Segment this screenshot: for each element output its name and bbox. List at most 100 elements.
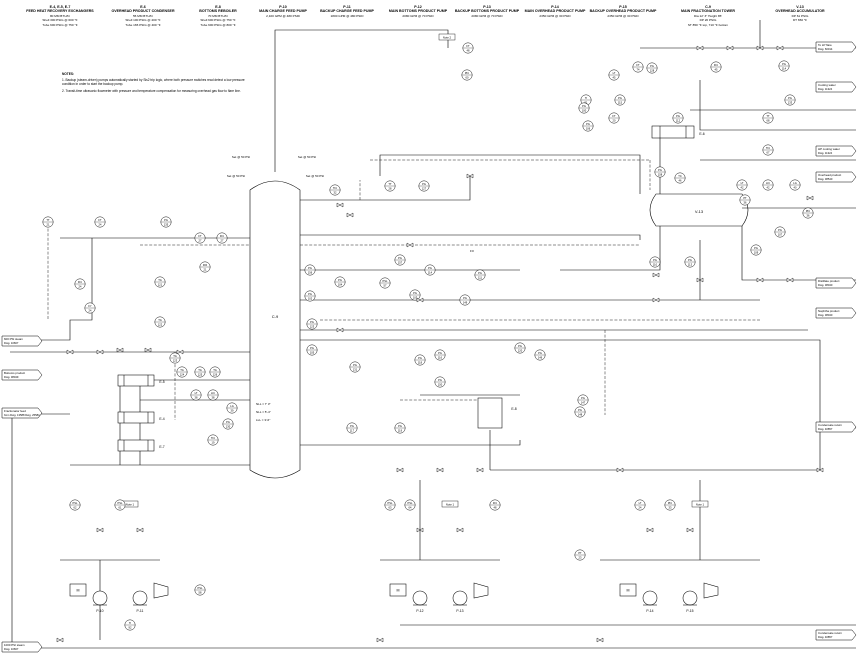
- instrument-number: 123: [310, 324, 315, 328]
- instrument-number: 64: [409, 505, 412, 509]
- header-title: BACKUP OVERHEAD PRODUCT PUMP: [589, 9, 657, 14]
- instrument-function: PG: [308, 266, 312, 270]
- instrument-number: 67: [767, 150, 770, 154]
- steam-turbine: [153, 582, 169, 599]
- instrument-function: PG: [582, 104, 586, 108]
- note-tag: Note 1: [446, 503, 455, 507]
- instrument-number: 128: [650, 68, 655, 72]
- gate-valve: [652, 272, 660, 278]
- instrument-number: 38: [212, 395, 215, 399]
- instrument-number: 150: [438, 382, 443, 386]
- gate-valve: [336, 202, 344, 208]
- instrument-number: 156: [308, 270, 313, 274]
- instrument-function: LT: [741, 181, 744, 185]
- gate-valve: [56, 637, 64, 643]
- instrument-number: 105: [310, 350, 315, 354]
- instrument-number: 112: [676, 118, 681, 122]
- accumulator-label: V-13: [695, 209, 704, 214]
- gate-valve: [96, 527, 104, 533]
- stream-label: Distillate product: [818, 279, 840, 283]
- gate-valve: [144, 347, 152, 353]
- notes-block: NOTES: 1. Backup (steam-driven) pumps au…: [62, 72, 252, 95]
- instrument-function: PG: [418, 356, 422, 360]
- gate-valve: [696, 277, 704, 283]
- instrument-function: PSL: [383, 279, 388, 283]
- instrument-number: 39: [231, 408, 234, 412]
- header-title: OVERHEAD PRODUCT CONDENSER: [111, 9, 175, 14]
- instrument-number: 114: [782, 66, 787, 70]
- instrument-number: 146: [538, 355, 543, 359]
- pump-label: P-14: [646, 609, 653, 613]
- tower-label: C-9: [272, 314, 279, 319]
- instrument-function: FT: [198, 234, 202, 238]
- instrument-function: PG: [778, 228, 782, 232]
- instrument-function: PG: [398, 424, 402, 428]
- instrument-number: 125: [198, 372, 203, 376]
- instrument-function: TI: [129, 621, 132, 625]
- instrument-function: PT: [743, 196, 747, 200]
- instrument-number: 36: [744, 200, 747, 204]
- instrument-number: 148: [578, 412, 583, 416]
- gate-valve: [596, 637, 604, 643]
- signal-lines: [47, 159, 760, 420]
- gate-valve: [416, 527, 424, 533]
- header-spec: DP 61 PSIG: [791, 13, 809, 18]
- level-label: NLL = 7' 3": [256, 402, 271, 406]
- gate-valve: [652, 297, 660, 303]
- instrument-function: PIC: [465, 71, 469, 75]
- gate-valve: [336, 327, 344, 333]
- instrument-function: LT: [195, 391, 198, 395]
- instrument-number: 46: [679, 178, 682, 182]
- instrument-number: 122: [158, 322, 163, 326]
- instrument-function: PG: [164, 218, 168, 222]
- instrument-function: PG: [478, 271, 482, 275]
- instrument-number: 149: [463, 300, 468, 304]
- stream-drawing-ref: Dwg. 38040: [818, 313, 833, 317]
- instrument-function: TC: [678, 174, 682, 178]
- instrument-number: 24: [89, 308, 92, 312]
- instrument-number: 27: [221, 238, 224, 242]
- instrument-function: FT: [612, 114, 616, 118]
- instrument-function: TG: [173, 354, 177, 358]
- instrument-function: PIC: [806, 209, 810, 213]
- gate-valve: [786, 277, 794, 283]
- instrument-function: TG: [180, 368, 184, 372]
- setpoint-label: Set @ 50 PSI: [298, 155, 316, 159]
- instrument-function: PG: [350, 424, 354, 428]
- instrument-function: PG: [788, 96, 792, 100]
- instrument-number: 103: [413, 295, 418, 299]
- motor-box: [69, 583, 87, 597]
- stream-drawing-ref: Dwg. 38049: [4, 375, 19, 379]
- instrument-function: PG: [581, 396, 585, 400]
- instrument-number: 45: [715, 67, 718, 71]
- gate-valve: [436, 467, 444, 473]
- instrument-number: 106: [586, 126, 591, 130]
- instrument-function: PG: [308, 292, 312, 296]
- instrument-number: 19: [212, 440, 215, 444]
- instrument-function: PG: [353, 363, 357, 367]
- instrument-function: LG: [230, 404, 233, 408]
- header-tag: E-8: [215, 5, 221, 9]
- gate-valve: [136, 527, 144, 533]
